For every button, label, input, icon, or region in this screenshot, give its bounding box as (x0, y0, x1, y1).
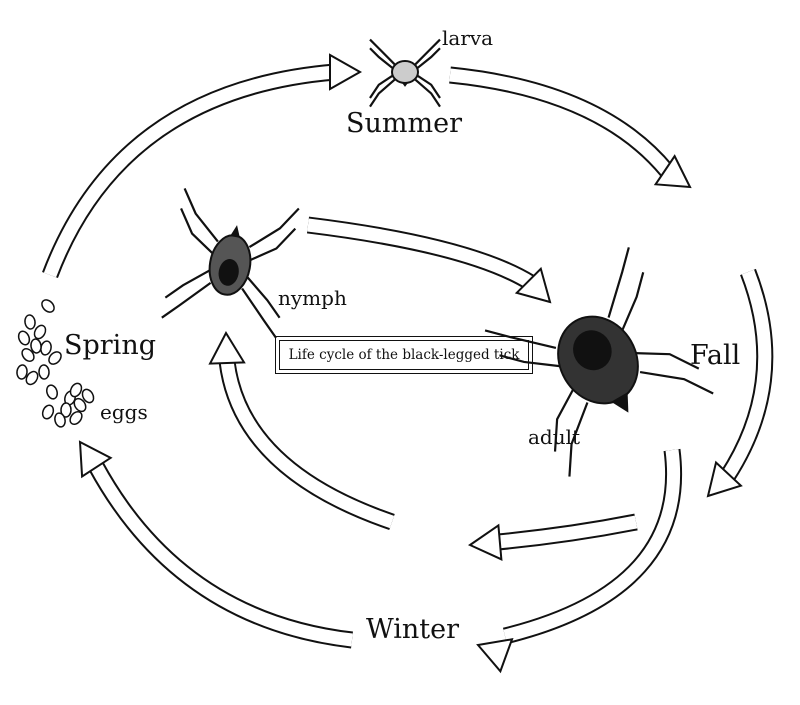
arrow-inner-to-nymph (208, 330, 395, 531)
egg-icon (30, 338, 42, 354)
spring-label: Spring (64, 330, 156, 361)
arrow-spring-to-summer (42, 53, 363, 279)
tick-leg (183, 187, 219, 243)
arrowhead-icon (78, 440, 113, 479)
tick-body (391, 60, 419, 84)
tick-scutum (573, 330, 612, 371)
adult-tick-icon (484, 247, 714, 477)
egg-icon (25, 370, 39, 386)
tick-leg (241, 287, 277, 339)
tick-leg (414, 38, 441, 66)
tick-leg (414, 78, 441, 108)
egg-icon (69, 382, 83, 398)
tick-leg (164, 267, 214, 299)
tick-leg (607, 247, 630, 318)
arrow-fall-to-winter-outer (706, 268, 774, 498)
egg-icon (60, 402, 72, 418)
larva-label: larva (442, 26, 494, 50)
egg-icon (81, 388, 95, 404)
tick-leg (414, 47, 441, 71)
tick-leg (161, 282, 212, 319)
tick-leg (639, 370, 714, 395)
tick-leg (369, 47, 396, 71)
tick-mouthparts (401, 82, 409, 87)
nymph-tick-icon (161, 187, 300, 339)
summer-label: Summer (346, 108, 462, 139)
egg-icon (69, 410, 83, 426)
tick-leg (499, 354, 568, 369)
eggs-label: eggs (100, 400, 148, 424)
arrow-nymph-to-adult (306, 216, 552, 304)
tick-leg (568, 402, 589, 477)
diagram-title: Life cycle of the black-legged tick (279, 340, 529, 370)
egg-icon (17, 330, 31, 346)
tick-leg (414, 73, 441, 99)
egg-icon (41, 404, 55, 420)
arrowhead-icon (467, 523, 503, 561)
arrowhead-icon (208, 330, 246, 365)
nymph-label: nymph (278, 286, 347, 310)
egg-icon (16, 364, 28, 380)
egg-icon (41, 299, 55, 313)
egg-icon (46, 384, 58, 400)
egg-icon (33, 324, 47, 340)
fall-label: Fall (690, 340, 741, 371)
egg-icon (54, 412, 66, 428)
arrowhead-icon (706, 460, 743, 498)
tick-leg (180, 208, 217, 257)
egg-icon (21, 347, 35, 363)
tick-scutum (218, 258, 239, 286)
tick-leg (553, 382, 578, 452)
egg-icon (48, 351, 62, 365)
tick-leg (246, 227, 297, 263)
arrow-adult-to-winter (476, 448, 682, 674)
tick-leg (369, 78, 396, 108)
larva-tick-icon (369, 38, 441, 108)
arrowhead-icon (653, 154, 692, 189)
arrowhead-icon (329, 53, 363, 91)
egg-icon (38, 364, 50, 380)
arrowhead-icon (476, 638, 514, 674)
tick-leg (618, 272, 645, 338)
tick-leg (369, 73, 396, 99)
winter-label: Winter (366, 614, 460, 645)
arrow-winter-to-spring (78, 440, 353, 649)
arrow-summer-to-fall (449, 66, 692, 189)
tick-leg (248, 207, 300, 249)
eggs-cluster (16, 299, 95, 428)
egg-icon (24, 314, 36, 330)
tick-mouthparts (230, 225, 240, 238)
tick-leg (369, 38, 396, 66)
tick-leg (243, 273, 281, 319)
arrowhead-icon (514, 266, 552, 304)
arrow-adult-to-inner (467, 513, 638, 561)
title-box: Life cycle of the black-legged tick (275, 336, 533, 374)
adult-label: adult (528, 425, 581, 449)
tick-mouthparts (611, 392, 629, 413)
egg-icon (73, 397, 87, 413)
tick-leg (629, 351, 700, 370)
